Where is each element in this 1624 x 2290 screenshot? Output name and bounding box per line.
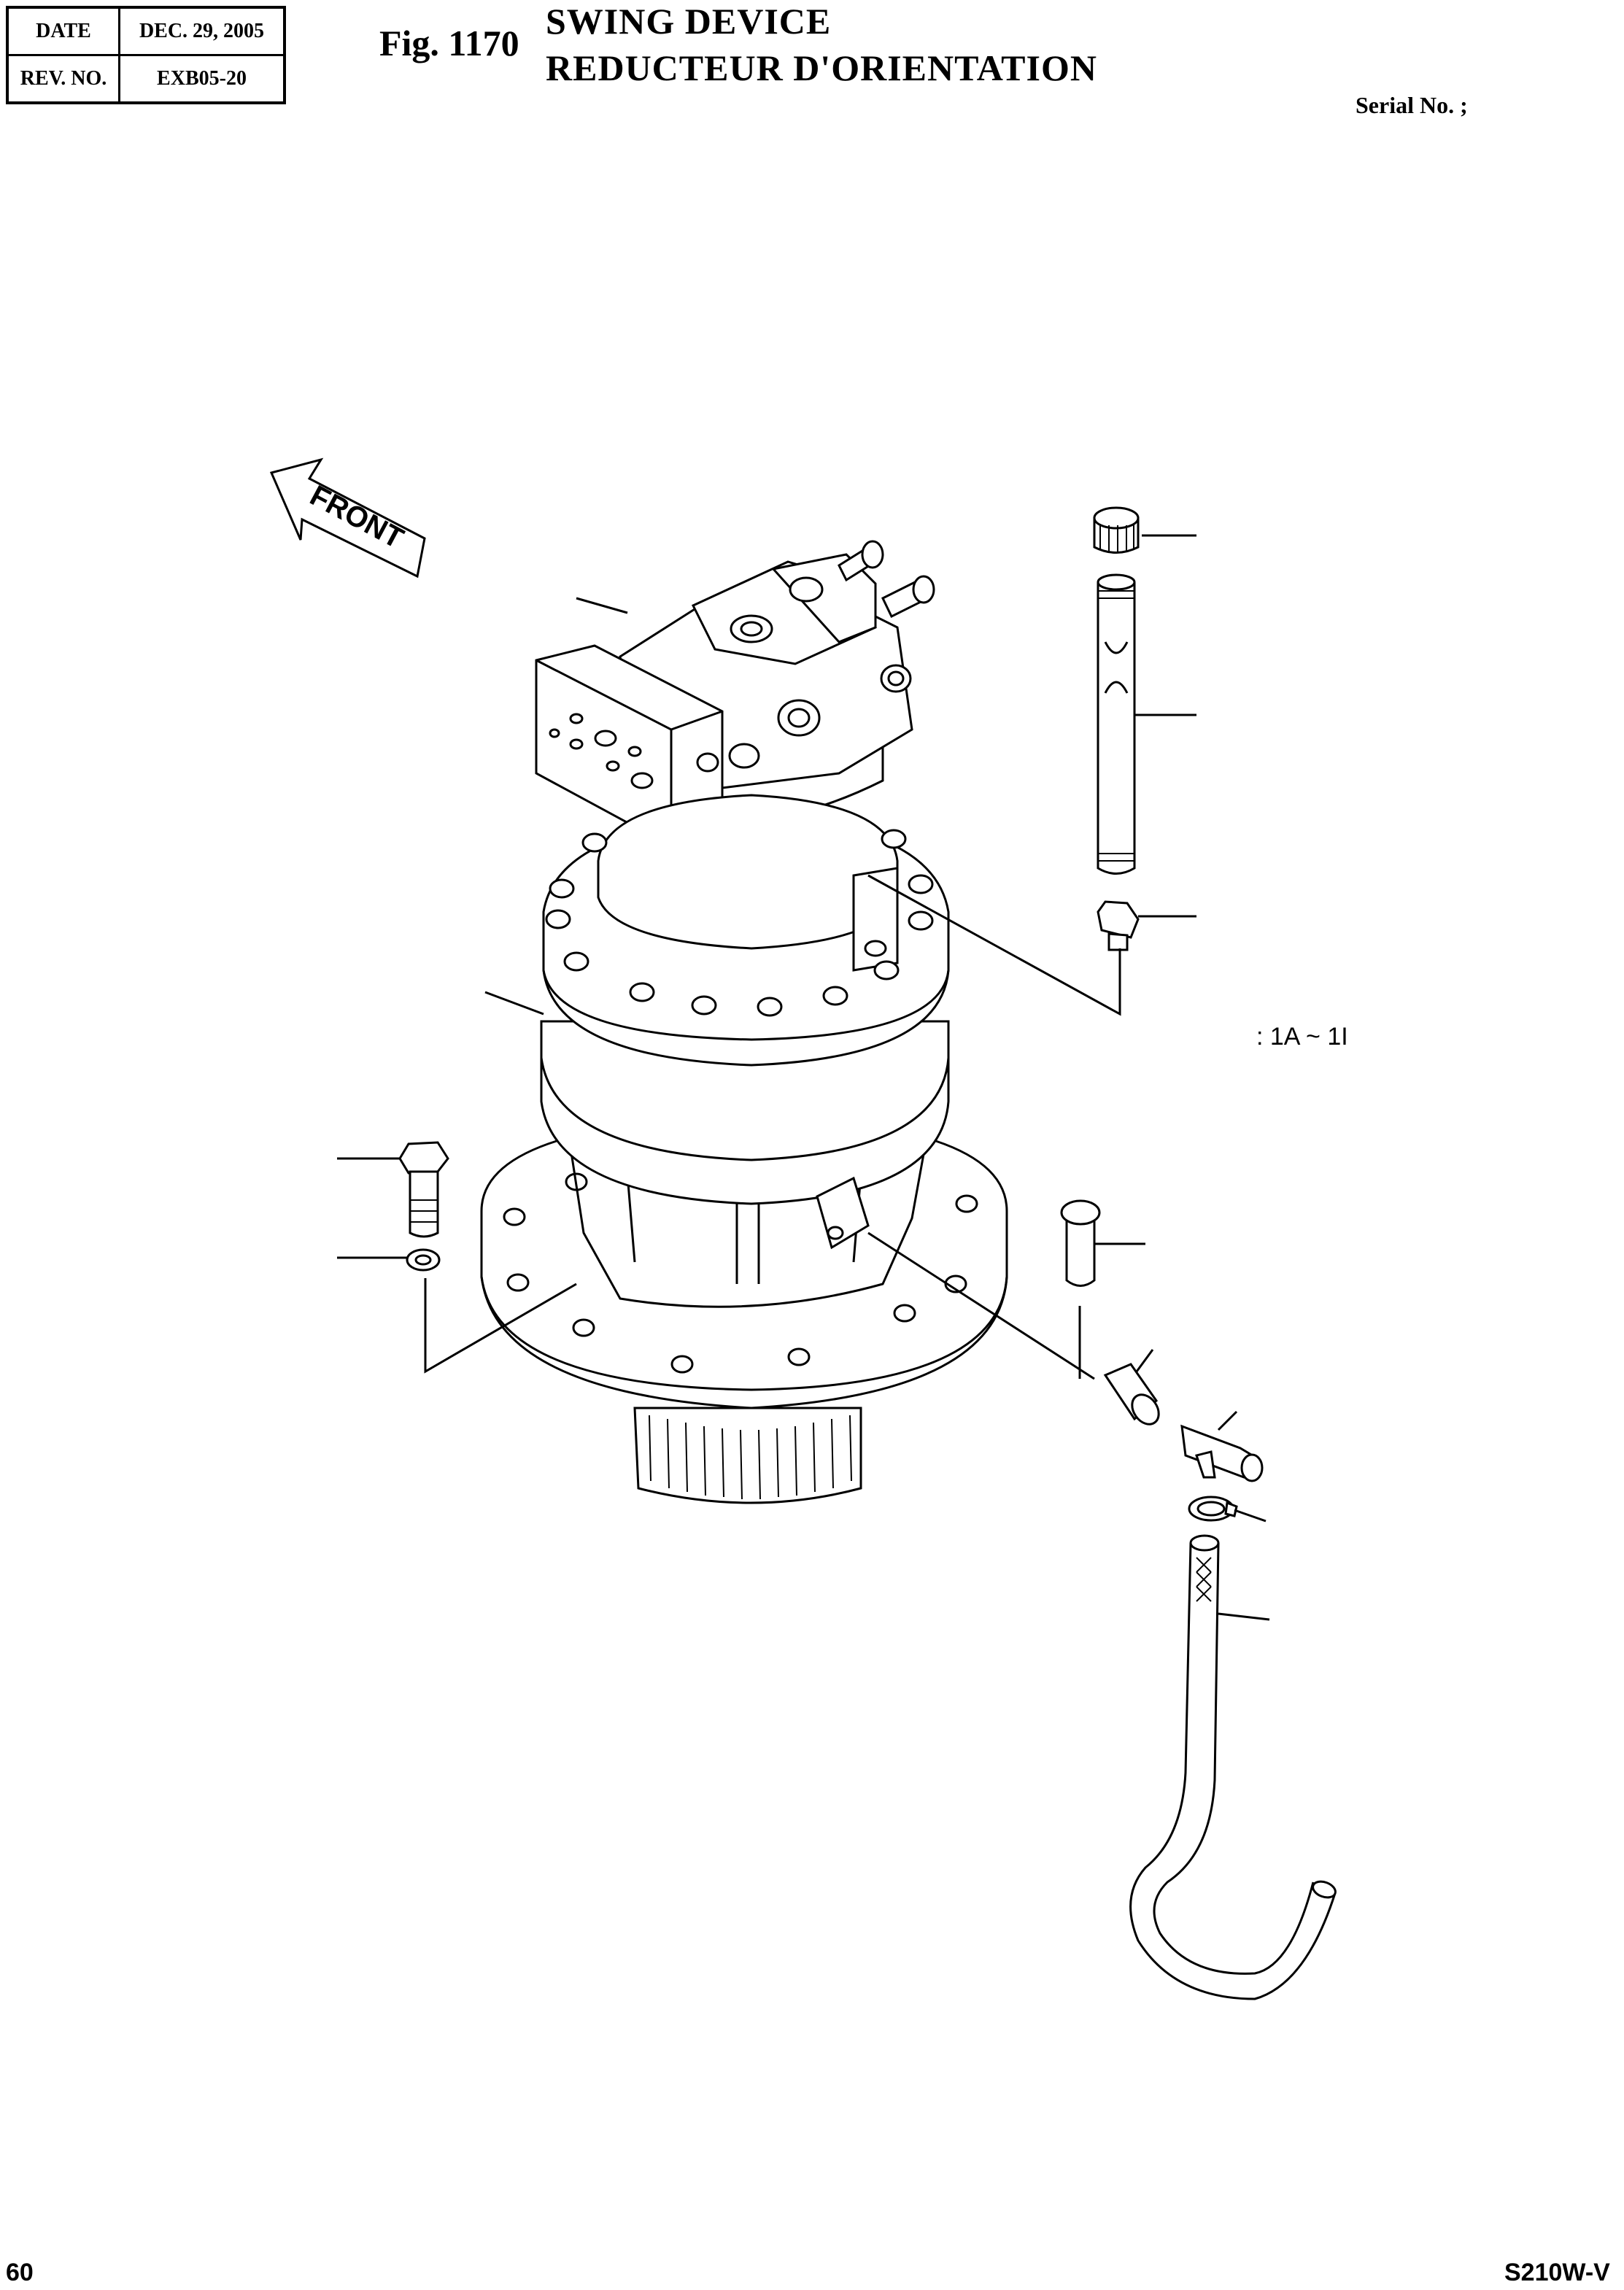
model-name: S210W-V [1504,2259,1610,2286]
leader-lines [337,534,1270,1621]
swing-motor [535,540,935,848]
drain-fittings [1103,1363,1264,1522]
date-label: DATE [6,6,120,56]
swing-reduction-gear [480,794,1008,1504]
kit-range-label: : 1A ~ 1I [1256,1023,1348,1051]
drain-hose [1129,1534,1337,2000]
figure-title-fr: REDUCTEUR D'ORIENTATION [546,47,1097,88]
figure-title-en: SWING DEVICE [546,1,832,42]
rev-label: REV. NO. [6,54,120,104]
page-number: 60 [6,2259,34,2286]
front-arrow-icon: FRONT [269,457,426,579]
level-gauge [1093,506,1140,951]
rev-value: EXB05-20 [118,54,286,104]
revision-table: DATE DEC. 29, 2005 REV. NO. EXB05-20 [6,6,286,104]
date-value: DEC. 29, 2005 [118,6,286,56]
figure-number: Fig. 1170 [379,23,519,63]
mounting-bolt [398,1141,449,1272]
dowel-pin [1060,1199,1101,1287]
serial-number-label: Serial No. ; [1356,92,1468,118]
